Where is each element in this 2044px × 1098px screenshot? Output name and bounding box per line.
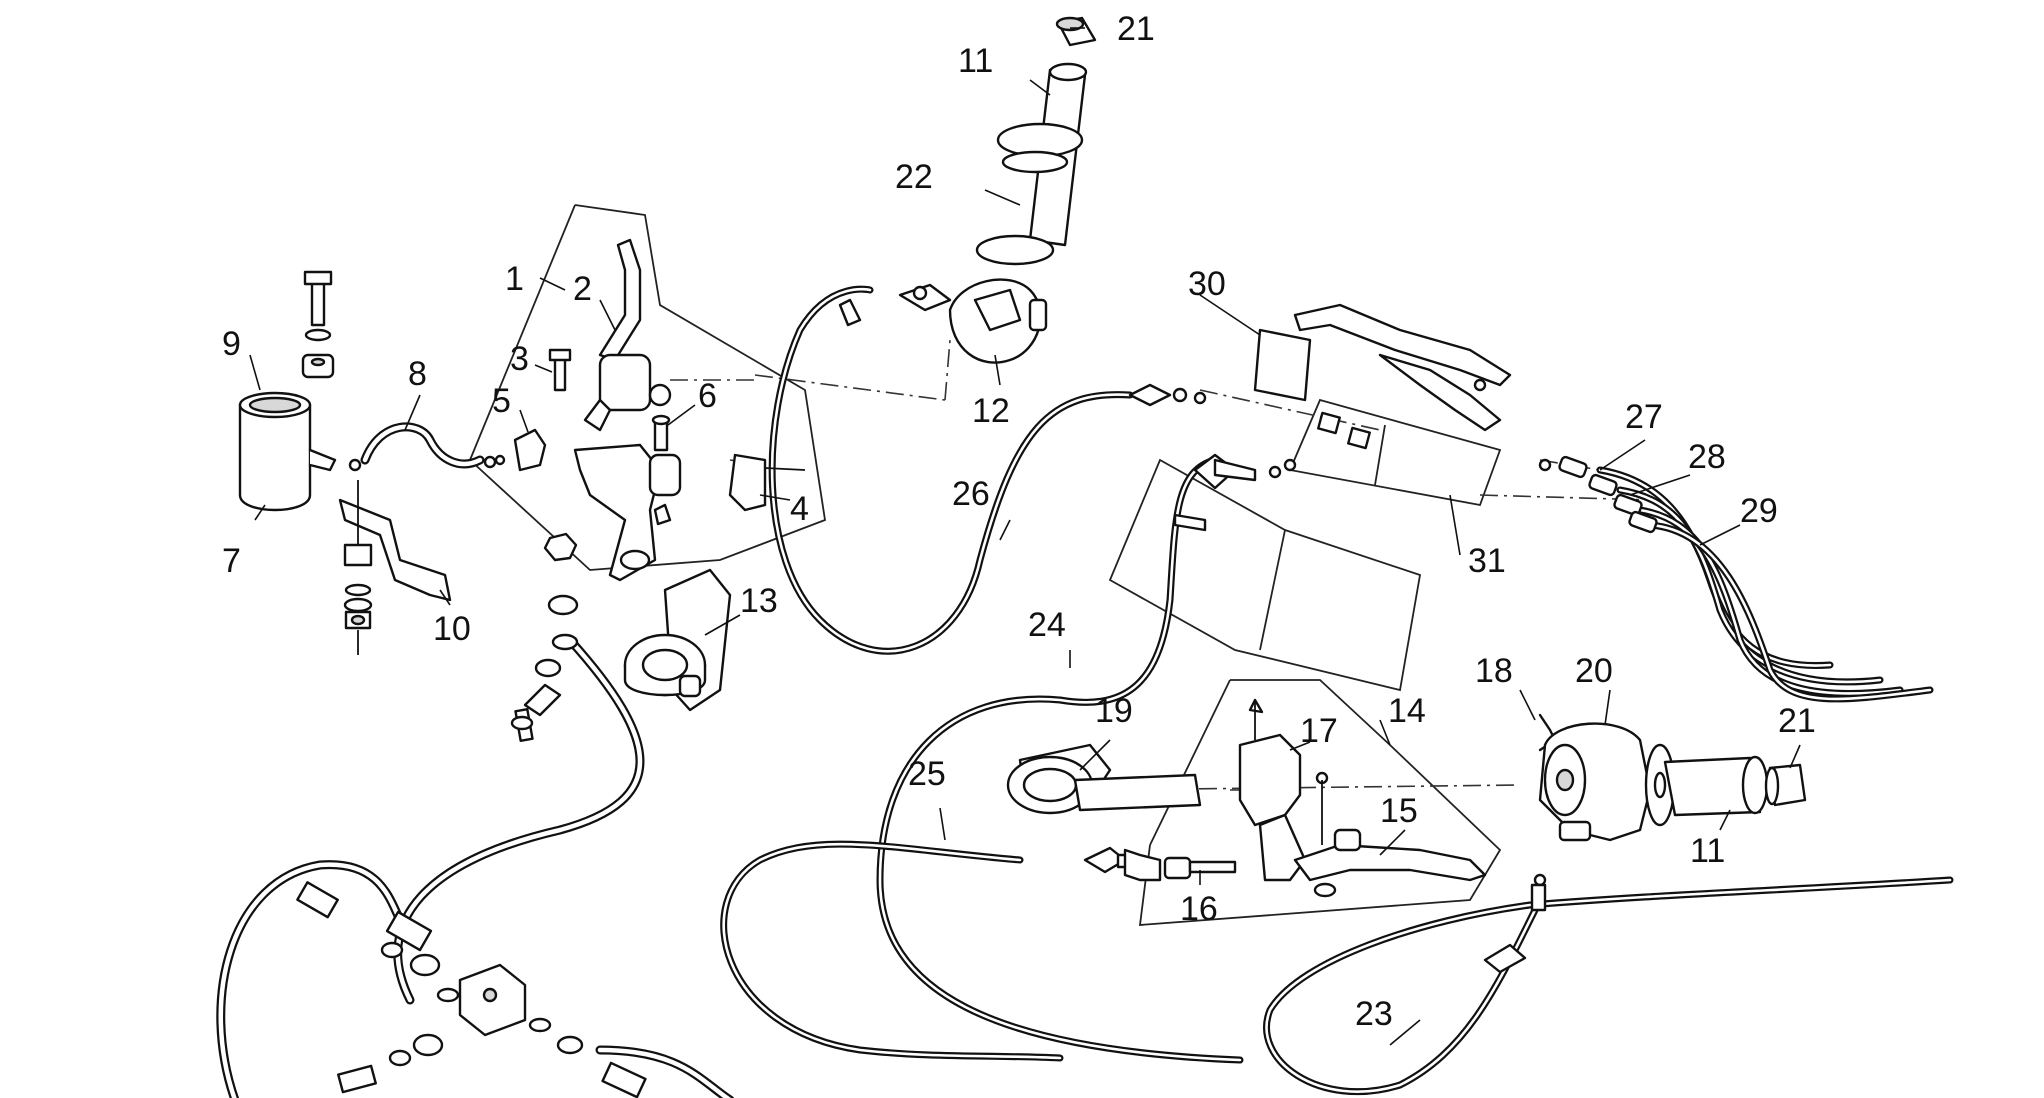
callout-5: 5 xyxy=(492,382,511,420)
cable-23 xyxy=(1263,876,1954,1096)
callout-24: 24 xyxy=(1028,606,1066,644)
callout-1: 1 xyxy=(505,260,524,298)
brake-pump-body xyxy=(573,443,682,582)
grip-11-right xyxy=(1644,743,1769,827)
callout-3: 3 xyxy=(510,340,529,378)
reservoir-mount-hardware xyxy=(301,270,335,379)
handlebar-clamp-13 xyxy=(623,568,732,712)
clamp-4 xyxy=(728,453,806,512)
cable-end-23-fitting xyxy=(1483,943,1527,974)
callout-21-top: 21 xyxy=(1117,10,1155,48)
brake-hose-lines xyxy=(216,635,735,1098)
callout-23: 23 xyxy=(1355,995,1393,1033)
clutch-adjuster-16 xyxy=(1083,846,1237,882)
callout-28: 28 xyxy=(1688,438,1726,476)
callout-31: 31 xyxy=(1468,542,1506,580)
clutch-pump-body-17 xyxy=(1238,698,1307,882)
callout-11-right: 11 xyxy=(1690,832,1725,870)
assembly-outline-connector xyxy=(1288,398,1502,507)
callout-6: 6 xyxy=(698,377,717,415)
switch-housing-18-20 xyxy=(1530,713,1652,912)
callout-29: 29 xyxy=(1740,492,1778,530)
connectors-31 xyxy=(1317,411,1371,450)
callout-22: 22 xyxy=(895,158,933,196)
reservoir-bracket xyxy=(338,480,452,655)
callout-11-top: 11 xyxy=(958,42,993,80)
throttle-housing-12 xyxy=(838,278,1048,364)
callout-labels: 1 2 3 4 5 6 7 8 9 10 11 11 12 13 14 15 1… xyxy=(222,10,1816,1033)
callout-20: 20 xyxy=(1575,652,1613,690)
cable-24 xyxy=(876,456,1244,1064)
clutch-handlebar-clamp-19 xyxy=(1006,743,1202,815)
cable-26 xyxy=(768,285,1134,655)
callout-8: 8 xyxy=(408,355,427,393)
callout-15: 15 xyxy=(1380,792,1418,830)
callout-2: 2 xyxy=(573,270,592,308)
callout-7: 7 xyxy=(222,542,241,580)
callout-18: 18 xyxy=(1475,652,1513,690)
callout-12: 12 xyxy=(972,392,1010,430)
callout-26: 26 xyxy=(952,475,990,513)
callout-17: 17 xyxy=(1300,712,1338,750)
clutch-lever-15 xyxy=(1293,771,1487,898)
callout-19: 19 xyxy=(1095,692,1133,730)
alignment-lines xyxy=(670,339,1690,791)
leader-lines xyxy=(249,27,1801,1046)
callout-16: 16 xyxy=(1180,890,1218,928)
callout-14: 14 xyxy=(1388,692,1426,730)
throttle-grip-11-22 xyxy=(975,62,1088,266)
callout-27: 27 xyxy=(1625,398,1663,436)
cable-end-fittings-24-26 xyxy=(1128,383,1297,532)
harness-end-fittings-27-28-29 xyxy=(1538,455,1658,534)
callout-25: 25 xyxy=(908,755,946,793)
brake-lever-2 xyxy=(583,238,672,432)
banjo-fitting-5 xyxy=(494,428,547,472)
callout-10: 10 xyxy=(433,610,471,648)
pump-nut xyxy=(543,532,578,562)
callout-21-right: 21 xyxy=(1778,702,1816,740)
wiring-harness-27-28-29 xyxy=(1596,466,1934,703)
callout-13: 13 xyxy=(740,582,778,620)
callout-9: 9 xyxy=(222,325,241,363)
callout-30: 30 xyxy=(1188,265,1226,303)
pivot-bolt-3 xyxy=(548,348,572,392)
reservoir-hose-8 xyxy=(348,422,497,472)
callout-4: 4 xyxy=(790,490,809,528)
assembly-outline-clutch-pump xyxy=(1138,679,1502,926)
grip-end-cap-21-right xyxy=(1764,763,1807,807)
assembly-outline-box xyxy=(1108,458,1422,692)
hose-fittings-left xyxy=(510,594,579,743)
bolt-6 xyxy=(651,414,671,452)
brake-reservoir xyxy=(238,391,337,512)
cable-25 xyxy=(720,840,1064,1062)
wiring-bracket-30 xyxy=(1253,303,1512,432)
grip-end-cap-21-top xyxy=(1055,16,1097,47)
brake-distributor-block xyxy=(296,881,647,1098)
